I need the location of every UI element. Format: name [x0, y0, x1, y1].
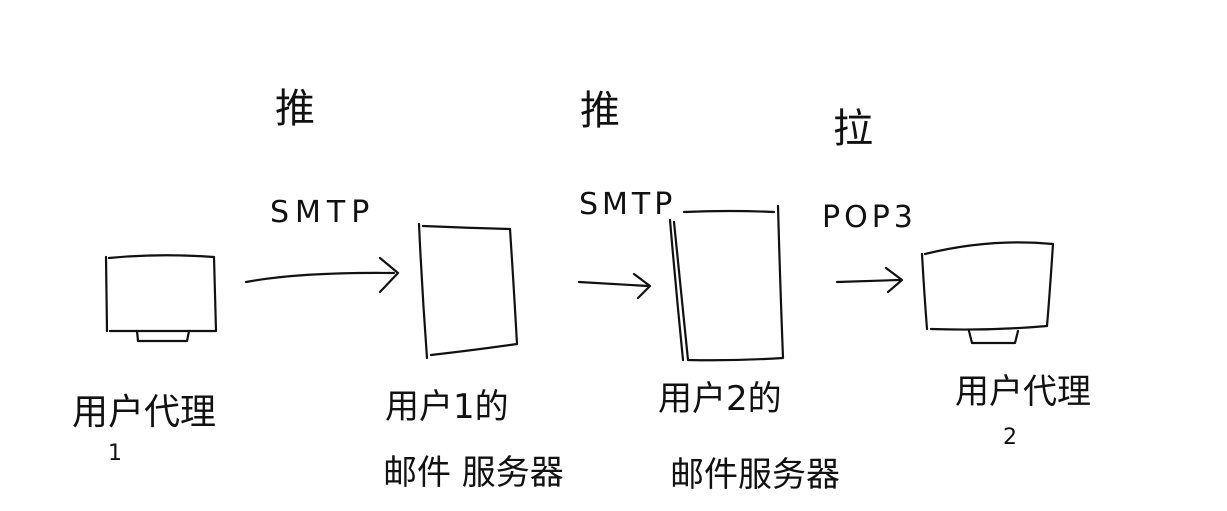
- step-1-protocol-label: SMTP: [270, 195, 375, 230]
- user-agent-1-label: 用户代理: [72, 392, 216, 433]
- step-3-protocol-label: POP3: [822, 200, 917, 235]
- user-2-mail-server-label-line1: 用户2的: [658, 379, 782, 419]
- user-1-mail-server-label-line2: 邮件 服务器: [383, 453, 564, 493]
- step-2-action-label: 推: [580, 88, 620, 134]
- user-1-mail-server-icon: [417, 222, 519, 360]
- step-1-arrow: [244, 256, 400, 294]
- step-2-protocol-label: SMTP: [579, 187, 676, 222]
- user-agent-2-number: 2: [1003, 425, 1017, 450]
- user-agent-2-monitor-icon: [920, 241, 1055, 345]
- step-3-arrow: [835, 266, 904, 294]
- step-3-action-label: 拉: [833, 106, 873, 152]
- user-2-mail-server-label-line2: 邮件服务器: [670, 455, 840, 495]
- step-2-arrow: [577, 272, 652, 300]
- user-agent-1-monitor-icon: [104, 254, 218, 343]
- user-agent-1-number: 1: [108, 441, 122, 466]
- user-2-mail-server-icon: [668, 204, 785, 362]
- user-1-mail-server-label-line1: 用户1的: [385, 387, 509, 427]
- step-1-action-label: 推: [275, 86, 315, 132]
- user-agent-2-label: 用户代理: [955, 372, 1091, 412]
